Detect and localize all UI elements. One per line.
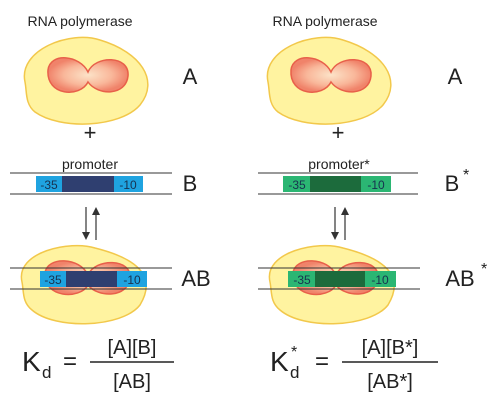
right-panel: RNA polymerase A + promoter* -35 -10 B * — [258, 13, 487, 393]
left-minus35-label: -35 — [40, 178, 58, 192]
left-kd-denominator: [AB] — [113, 371, 151, 393]
left-panel: RNA polymerase A + promoter -35 -10 B — [10, 13, 211, 393]
right-dna-letter: B — [445, 171, 460, 196]
left-complex-shape — [10, 244, 172, 325]
right-complex-minus10-label: -10 — [371, 273, 389, 287]
right-polymerase-shape — [266, 36, 392, 125]
left-complex-letter: AB — [181, 266, 210, 291]
left-promoter-label: promoter — [62, 156, 118, 172]
right-complex-minus35-label: -35 — [293, 273, 311, 287]
right-promoter-label: promoter* — [308, 156, 370, 172]
left-minus10-label: -10 — [119, 178, 137, 192]
right-minus35-box — [283, 176, 310, 192]
right-minus10-label: -10 — [367, 178, 385, 192]
right-kd-star: * — [291, 344, 297, 361]
right-kd-subscript: d — [290, 363, 299, 382]
right-minus10-box — [361, 176, 391, 192]
left-kd-equation: K d = [A][B] [AB] — [22, 337, 174, 393]
left-enzyme-letter: A — [183, 64, 198, 89]
right-plus-sign: + — [332, 120, 345, 145]
left-enzyme-label: RNA polymerase — [27, 13, 132, 29]
right-enzyme-letter: A — [448, 64, 463, 89]
left-minus10-box — [114, 176, 143, 192]
left-complex-minus10-label: -10 — [123, 273, 141, 287]
right-dna-star: * — [463, 167, 469, 184]
left-plus-sign: + — [84, 120, 97, 145]
left-complex-minus35-label: -35 — [44, 273, 62, 287]
right-promoter-dna — [258, 172, 418, 195]
right-complex-star: * — [481, 261, 487, 278]
left-polymerase-shape — [23, 36, 149, 125]
left-promoter-dna — [10, 172, 172, 195]
right-kd-equation: K d * = [A][B*] [AB*] — [270, 337, 438, 393]
left-minus35-box — [36, 176, 62, 192]
left-kd-symbol: K — [22, 346, 41, 377]
left-dna-letter: B — [183, 171, 198, 196]
right-equals-sign: = — [315, 348, 329, 375]
right-complex-letter: AB — [445, 266, 474, 291]
left-equilibrium-arrows — [82, 207, 100, 240]
right-equilibrium-arrows — [331, 207, 349, 240]
left-equals-sign: = — [63, 348, 77, 375]
right-complex-shape — [258, 244, 420, 325]
left-kd-subscript: d — [42, 363, 51, 382]
right-enzyme-label: RNA polymerase — [272, 13, 377, 29]
right-kd-denominator: [AB*] — [367, 371, 413, 393]
right-kd-numerator: [A][B*] — [362, 337, 419, 359]
right-kd-symbol: K — [270, 346, 289, 377]
right-minus35-label: -35 — [288, 178, 306, 192]
left-kd-numerator: [A][B] — [108, 337, 157, 359]
